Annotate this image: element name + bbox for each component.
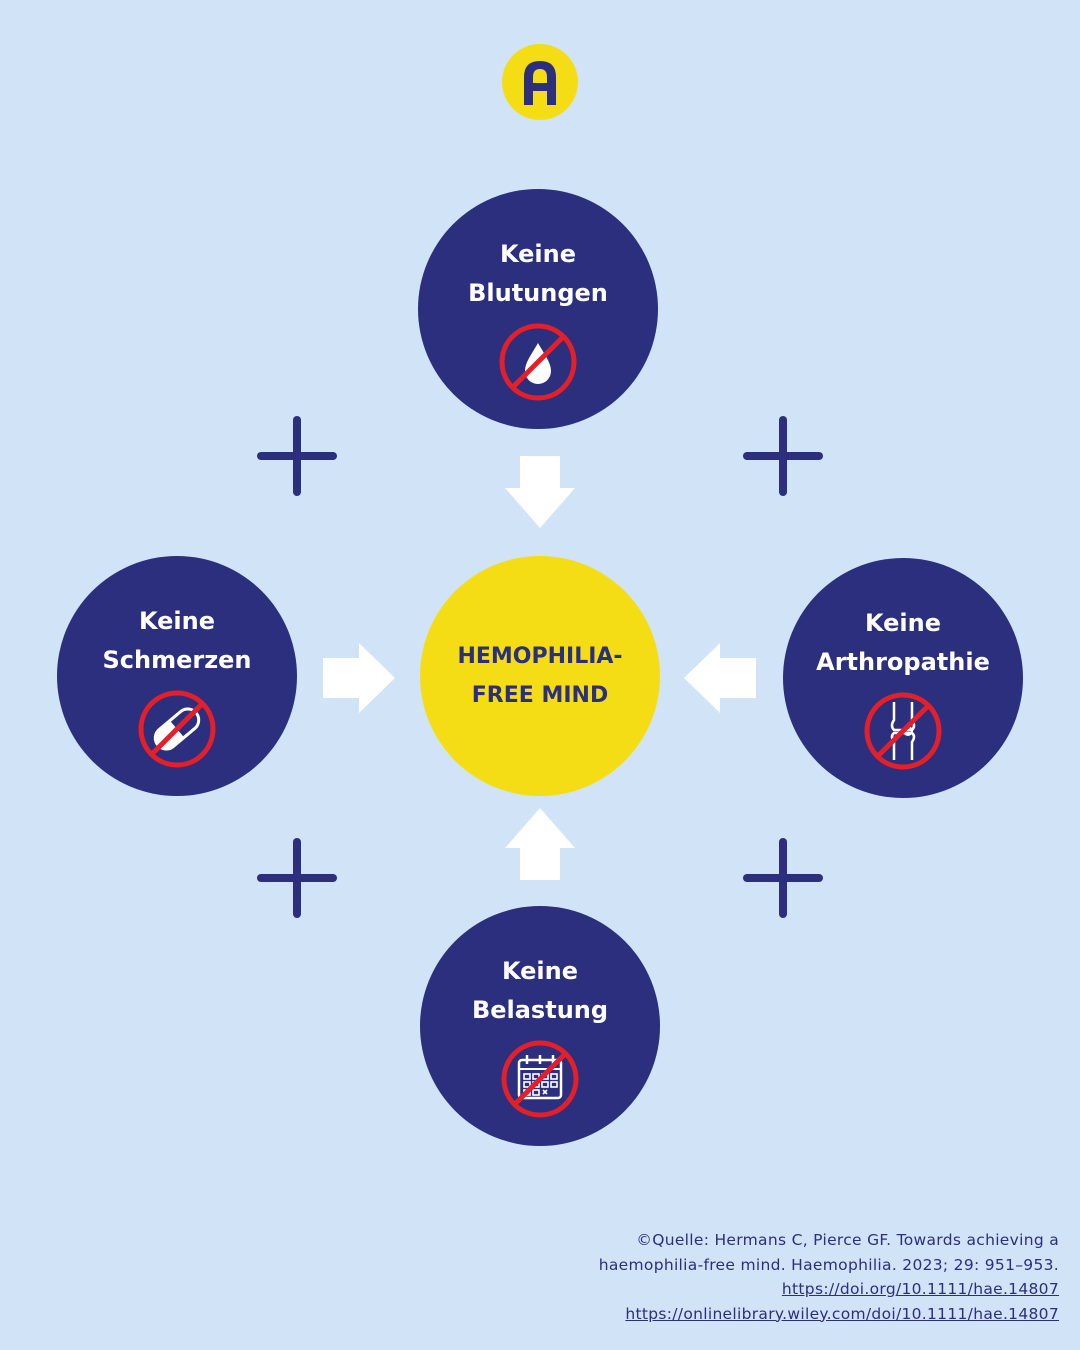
plus-icon: [743, 416, 823, 496]
node-title-line2: Blutungen: [468, 279, 608, 307]
no-blood-drop-icon: [499, 323, 577, 401]
node-title-line2: Schmerzen: [102, 646, 252, 674]
no-pill-icon: [138, 690, 216, 768]
brand-logo: [502, 44, 578, 120]
center-hemophilia-free-mind: HEMOPHILIA- FREE MIND: [420, 556, 660, 796]
citation-line1: ©Quelle: Hermans C, Pierce GF. Towards a…: [636, 1231, 1059, 1249]
arrow-left-icon: [684, 643, 756, 713]
node-title-line2: Arthropathie: [816, 648, 990, 676]
node-title-line1: Keine: [864, 609, 942, 637]
source-citation: ©Quelle: Hermans C, Pierce GF. Towards a…: [599, 1228, 1059, 1326]
node-keine-blutungen: Keine Blutungen: [418, 189, 658, 429]
arrow-up-icon: [505, 808, 575, 880]
node-title-line1: Keine: [501, 957, 579, 985]
citation-line2: haemophilia-free mind. Haemophilia. 2023…: [598, 1255, 1059, 1274]
logo-letter-a-icon: [524, 61, 556, 105]
plus-icon: [743, 838, 823, 918]
node-keine-arthropathie: Keine Arthropathie: [783, 558, 1023, 798]
center-line2: FREE MIND: [471, 683, 609, 708]
doi-link[interactable]: https://doi.org/10.1111/hae.14807: [781, 1280, 1059, 1298]
no-joint-icon: [864, 692, 942, 770]
no-calendar-icon: [501, 1040, 579, 1118]
arrow-right-icon: [323, 643, 395, 713]
plus-icon: [257, 838, 337, 918]
plus-icon: [257, 416, 337, 496]
node-title-line1: Keine: [138, 607, 216, 635]
arrow-down-icon: [505, 456, 575, 528]
node-keine-schmerzen: Keine Schmerzen: [57, 556, 297, 796]
node-keine-belastung: Keine Belastung: [420, 906, 660, 1146]
node-title-line2: Belastung: [471, 996, 609, 1024]
node-title-line1: Keine: [499, 240, 577, 268]
wiley-link[interactable]: https://onlinelibrary.wiley.com/doi/10.1…: [625, 1304, 1059, 1323]
center-line1: HEMOPHILIA-: [457, 644, 623, 669]
